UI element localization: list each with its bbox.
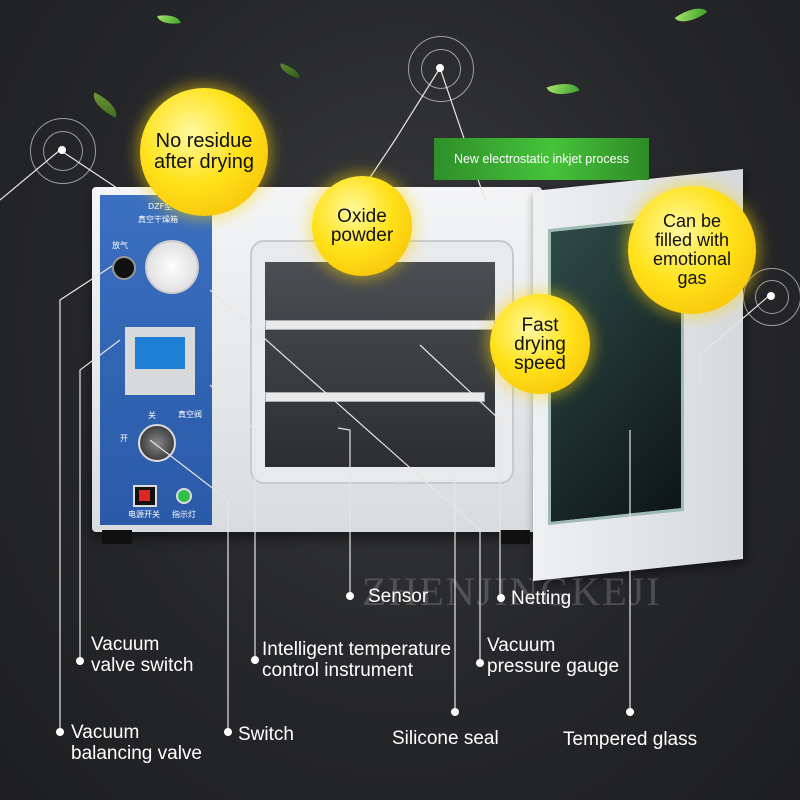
label-tempered-glass: Tempered glass: [563, 729, 698, 750]
shelf: [265, 392, 485, 402]
label-dot: [56, 728, 64, 736]
target-center-icon: [436, 64, 444, 72]
bubble-fast-text: Fast drying speed: [514, 314, 566, 374]
bubble-emotional-text: Can be filled with emotional gas: [652, 211, 732, 288]
target-icon: [743, 268, 800, 326]
oven-foot: [102, 530, 132, 544]
label-vacuum-valve-switch: Vacuum valve switch: [91, 634, 194, 676]
panel-close-label: 关: [148, 411, 156, 420]
label-intelligent-controller: Intelligent temperature control instrume…: [262, 639, 452, 681]
panel-name: 真空干燥箱: [138, 215, 178, 224]
oven-foot: [500, 530, 530, 544]
controller-screen: [135, 337, 185, 369]
label-dot: [497, 594, 505, 602]
bubble-oxide: Oxide powder: [312, 176, 412, 276]
bubble-no-residue-text: No residue after drying: [153, 130, 255, 173]
panel-power-label: 电源开关: [128, 510, 160, 519]
label-dot: [251, 656, 259, 664]
vacuum-pressure-gauge: [145, 240, 199, 294]
vacuum-balancing-valve[interactable]: [112, 256, 136, 280]
electrostatic-banner: New electrostatic inkjet process: [434, 138, 649, 180]
label-vacuum-pressure-gauge: Vacuum pressure gauge: [487, 635, 620, 677]
label-dot: [451, 708, 459, 716]
indicator-light: [176, 488, 192, 504]
panel-vent-label: 放气: [112, 241, 128, 250]
label-switch: Switch: [238, 724, 294, 745]
label-sensor: Sensor: [368, 586, 429, 607]
target-icon: [30, 118, 96, 184]
label-dot: [76, 657, 84, 665]
oven-chamber: [265, 262, 495, 467]
target-icon: [755, 280, 789, 314]
label-netting: Netting: [511, 588, 572, 609]
label-dot: [224, 728, 232, 736]
target-icon: [43, 131, 83, 171]
panel-indicator-label: 指示灯: [172, 510, 196, 519]
target-center-icon: [58, 146, 66, 154]
label-dot: [476, 659, 484, 667]
panel-valve-label: 真空阀: [178, 410, 202, 419]
bubble-oxide-text: Oxide powder: [330, 206, 394, 246]
bubble-emotional: Can be filled with emotional gas: [628, 186, 756, 314]
target-center-icon: [767, 292, 775, 300]
label-vacuum-balancing-valve: Vacuum balancing valve: [71, 722, 202, 764]
power-switch[interactable]: [133, 485, 157, 507]
label-dot: [346, 592, 354, 600]
bubble-fast: Fast drying speed: [490, 294, 590, 394]
temperature-controller[interactable]: [125, 327, 195, 395]
target-icon: [421, 49, 461, 89]
panel-model: DZF型: [148, 202, 173, 211]
label-dot: [626, 708, 634, 716]
label-silicone-seal: Silicone seal: [392, 728, 499, 749]
bubble-no-residue: No residue after drying: [140, 88, 268, 216]
panel-open-label: 开: [120, 434, 128, 443]
target-icon: [408, 36, 474, 102]
watermark-text: ZHENJINGKEJI: [362, 569, 662, 614]
